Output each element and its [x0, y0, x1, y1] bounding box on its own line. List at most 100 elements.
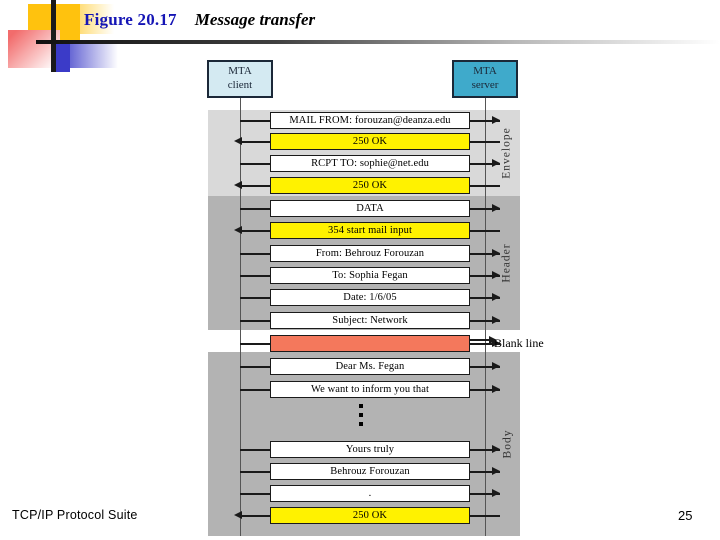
- arrow-left-icon: [234, 226, 242, 234]
- side-label-envelope: Envelope: [494, 110, 520, 196]
- message-row: 354 start mail input: [208, 222, 508, 242]
- message-connector: [470, 275, 500, 277]
- arrow-right-icon: [492, 467, 500, 475]
- arrow-right-icon: [492, 116, 500, 124]
- blank-line-connector: [470, 339, 492, 341]
- message-connector: [470, 515, 500, 517]
- message-box: 250 OK: [270, 507, 470, 524]
- message-box: Date: 1/6/05: [270, 289, 470, 306]
- message-connector: [470, 366, 500, 368]
- message-box: DATA: [270, 200, 470, 217]
- message-connector: [240, 208, 270, 210]
- server-lifeline: [485, 96, 486, 536]
- message-box: RCPT TO: sophie@net.edu: [270, 155, 470, 172]
- arrow-right-icon: [492, 271, 500, 279]
- arrow-right-icon: [492, 385, 500, 393]
- arrow-left-icon: [234, 181, 242, 189]
- message-connector: [240, 320, 270, 322]
- message-row: .: [208, 485, 508, 505]
- message-box: Dear Ms. Fegan: [270, 358, 470, 375]
- message-row: [208, 335, 508, 355]
- message-box: From: Behrouz Forouzan: [270, 245, 470, 262]
- message-connector: [240, 471, 270, 473]
- arrow-right-icon: [492, 489, 500, 497]
- message-connector: [240, 253, 270, 255]
- message-row: 250 OK: [208, 507, 508, 527]
- blank-line-arrowhead-icon: [489, 336, 497, 344]
- message-connector: [470, 163, 500, 165]
- message-connector: [470, 141, 500, 143]
- message-connector: [470, 343, 500, 345]
- message-connector: [470, 297, 500, 299]
- message-row: From: Behrouz Forouzan: [208, 245, 508, 265]
- arrow-left-icon: [234, 137, 242, 145]
- arrow-right-icon: [492, 204, 500, 212]
- arrow-left-icon: [234, 511, 242, 519]
- message-row: Behrouz Forouzan: [208, 463, 508, 483]
- title-underline-rule: [36, 40, 720, 44]
- message-connector: [470, 471, 500, 473]
- message-connector: [470, 208, 500, 210]
- message-connector: [470, 449, 500, 451]
- mta-server-box: MTA server: [452, 60, 518, 98]
- message-box: 250 OK: [270, 177, 470, 194]
- message-connector: [240, 141, 270, 143]
- message-row: Date: 1/6/05: [208, 289, 508, 309]
- message-box: 250 OK: [270, 133, 470, 150]
- footer-book-title: TCP/IP Protocol Suite: [12, 508, 138, 522]
- message-row: MAIL FROM: forouzan@deanza.edu: [208, 112, 508, 132]
- arrow-right-icon: [492, 362, 500, 370]
- mta-client-line1: MTA: [228, 65, 252, 78]
- header-band: [208, 196, 508, 330]
- message-connector: [470, 230, 500, 232]
- message-row: DATA: [208, 200, 508, 220]
- message-connector: [240, 230, 270, 232]
- message-connector: [240, 275, 270, 277]
- message-box: MAIL FROM: forouzan@deanza.edu: [270, 112, 470, 129]
- message-connector: [240, 366, 270, 368]
- message-box: To: Sophia Fegan: [270, 267, 470, 284]
- message-row: Dear Ms. Fegan: [208, 358, 508, 378]
- arrow-right-icon: [492, 445, 500, 453]
- message-connector: [240, 163, 270, 165]
- message-box: 354 start mail input: [270, 222, 470, 239]
- side-label-body: Body: [494, 352, 520, 536]
- message-row: 250 OK: [208, 133, 508, 153]
- message-box: Behrouz Forouzan: [270, 463, 470, 480]
- mta-client-box: MTA client: [207, 60, 273, 98]
- message-row: Yours truly: [208, 441, 508, 461]
- message-connector: [470, 389, 500, 391]
- message-connector: [240, 493, 270, 495]
- message-connector: [240, 343, 270, 345]
- blank-line-label: Blank line: [494, 336, 544, 350]
- message-row: RCPT TO: sophie@net.edu: [208, 155, 508, 175]
- message-connector: [470, 253, 500, 255]
- message-connector: [470, 185, 500, 187]
- message-box: [270, 335, 470, 352]
- message-row: To: Sophia Fegan: [208, 267, 508, 287]
- vertical-ellipsis-icon: [359, 404, 363, 426]
- arrow-right-icon: [492, 159, 500, 167]
- side-label-header: Header: [494, 196, 520, 330]
- mta-server-line2: server: [471, 79, 499, 91]
- message-connector: [240, 185, 270, 187]
- figure-number: Figure 20.17: [84, 10, 177, 29]
- page-number: 25: [678, 508, 693, 523]
- message-row: Subject: Network: [208, 312, 508, 332]
- mta-server-line1: MTA: [473, 65, 497, 78]
- message-connector: [240, 389, 270, 391]
- message-connector: [470, 120, 500, 122]
- message-connector: [470, 493, 500, 495]
- message-connector: [240, 120, 270, 122]
- message-box: We want to inform you that: [270, 381, 470, 398]
- message-connector: [240, 297, 270, 299]
- message-row: We want to inform you that: [208, 381, 508, 401]
- page-title: Figure 20.17 Message transfer: [84, 10, 315, 30]
- message-box: Yours truly: [270, 441, 470, 458]
- message-box: Subject: Network: [270, 312, 470, 329]
- arrow-right-icon: [492, 249, 500, 257]
- message-connector: [470, 320, 500, 322]
- arrow-right-icon: [492, 316, 500, 324]
- message-connector: [240, 515, 270, 517]
